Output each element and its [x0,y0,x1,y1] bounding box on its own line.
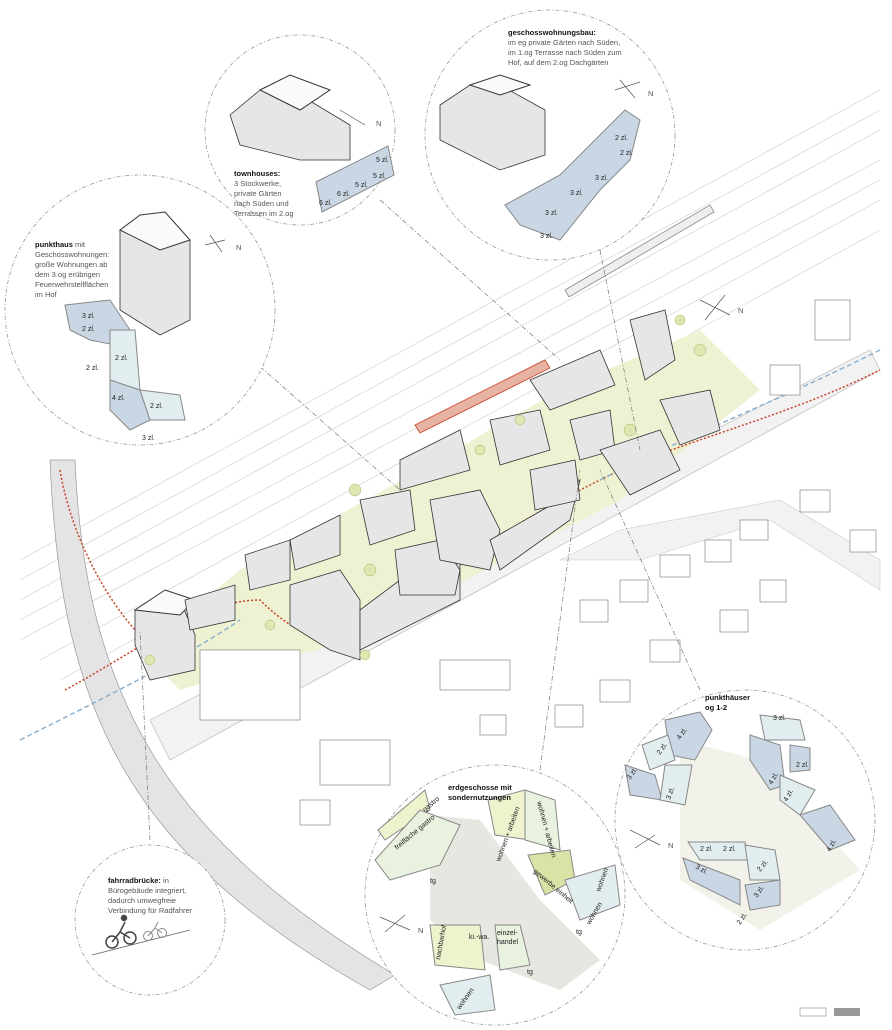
label: tg [430,878,436,885]
label: N [376,119,381,128]
label: 2 zl. [723,846,736,853]
label: ki.-wa. [469,934,489,941]
scale-bar-gray [834,1008,860,1016]
label: 6 zl. [319,200,332,207]
label: 3 Stockwerke, [234,179,281,188]
label: private Gärten [234,189,282,198]
cyclist-icon [143,921,167,941]
callout-punkthaus: N punkthaus mit Geschosswohnungen: große… [4,174,276,446]
cyclist-icon [105,914,137,949]
label: dadurch umwegfreie [108,896,176,905]
label: in [161,876,169,885]
label: og 1-2 [705,703,727,712]
road-curve [49,459,396,991]
label: N [236,243,241,252]
label: Verbindung für Radfahrer [108,906,193,915]
label: N [418,926,423,935]
label: im eg private Gärten nach Süden, [508,38,620,47]
label: dem 3.og erübrigen [35,270,100,279]
callout-erdgeschosse: erdgeschosse mit sondernutzungen freiflä… [364,764,626,1026]
label: 3 zl. [142,435,155,442]
label: N [668,841,673,850]
train-red [414,359,551,434]
label: punkthaus [35,240,73,249]
neighbouring-houses [199,299,877,826]
label: mit [73,240,86,249]
label: im Hof [35,290,58,299]
label: nach Süden und [234,199,289,208]
label: Hof, auf dem 2.og Dachgärten [508,58,608,67]
label: große Wohnungen ab [35,260,107,269]
label: tg [576,929,582,936]
label: 3 zl. [545,210,558,217]
cross-street [559,499,881,591]
label: 5 zl. [376,157,389,164]
label: Terrassen im 2.og [234,209,294,218]
label: fahrradbrücke: [108,876,161,885]
label: 2 zl. [796,762,809,769]
new-buildings [133,309,721,681]
label: 3 zl. [540,233,553,240]
label: tg [527,969,533,976]
scale-bar-white [799,1007,827,1017]
label: 4 zl. [112,395,125,402]
label: im 1.og Terrasse nach Süden zum [508,48,622,57]
label: 2 zl. [615,135,628,142]
north-label: N [738,306,743,315]
train-gray [564,204,715,298]
label: 2 zl. [620,150,633,157]
label: 2 zl. [82,326,95,333]
fahrrad-heading: fahrradbrücke: in [108,876,169,885]
callout-geschosswohnungsbau: N geschosswohnungsbau: im eg private Gär… [424,9,676,261]
site-north-arrow: N [699,294,743,321]
label: 5 zl. [373,173,386,180]
callout-punkthaeuser: punkthäuser og 1-2 4 zl. 2 zl. 3 zl. 3 z… [614,689,876,951]
label: townhouses: [234,169,280,178]
label: einzel- [497,930,518,937]
label: geschosswohnungsbau: [508,28,596,37]
label: Geschosswohnungen: [35,250,109,259]
label: erdgeschosse mit [448,783,512,792]
label: N [648,89,653,98]
callout-townhouses: N townhouses: 3 Stockwerke, private Gärt… [204,34,396,226]
label: 3 zl. [665,786,676,801]
punkthaus-heading: punkthaus mit [35,240,86,249]
label: 2 zl. [86,365,99,372]
label: 5 zl. [355,182,368,189]
label: 2 zl. [150,403,163,410]
label: 2 zl. [115,355,128,362]
label: 6 zl. [337,191,350,198]
label: Bürogebäude integriert, [108,886,186,895]
label: 3 zl. [595,175,608,182]
label: 3 zl. [773,715,786,722]
label: Feuerwehrstellflächen [35,280,108,289]
pedestrian-route-2 [59,469,136,631]
label: sondernutzungen [448,793,511,802]
callout-fahrradbruecke: fahrradbrücke: in Bürogebäude integriert… [74,844,226,996]
label: 2 zl. [700,846,713,853]
label: 3 zl. [82,313,95,320]
label: 3 zl. [570,190,583,197]
label: handel [497,939,518,946]
trees [144,314,707,666]
label: punkthäuser [705,693,750,702]
